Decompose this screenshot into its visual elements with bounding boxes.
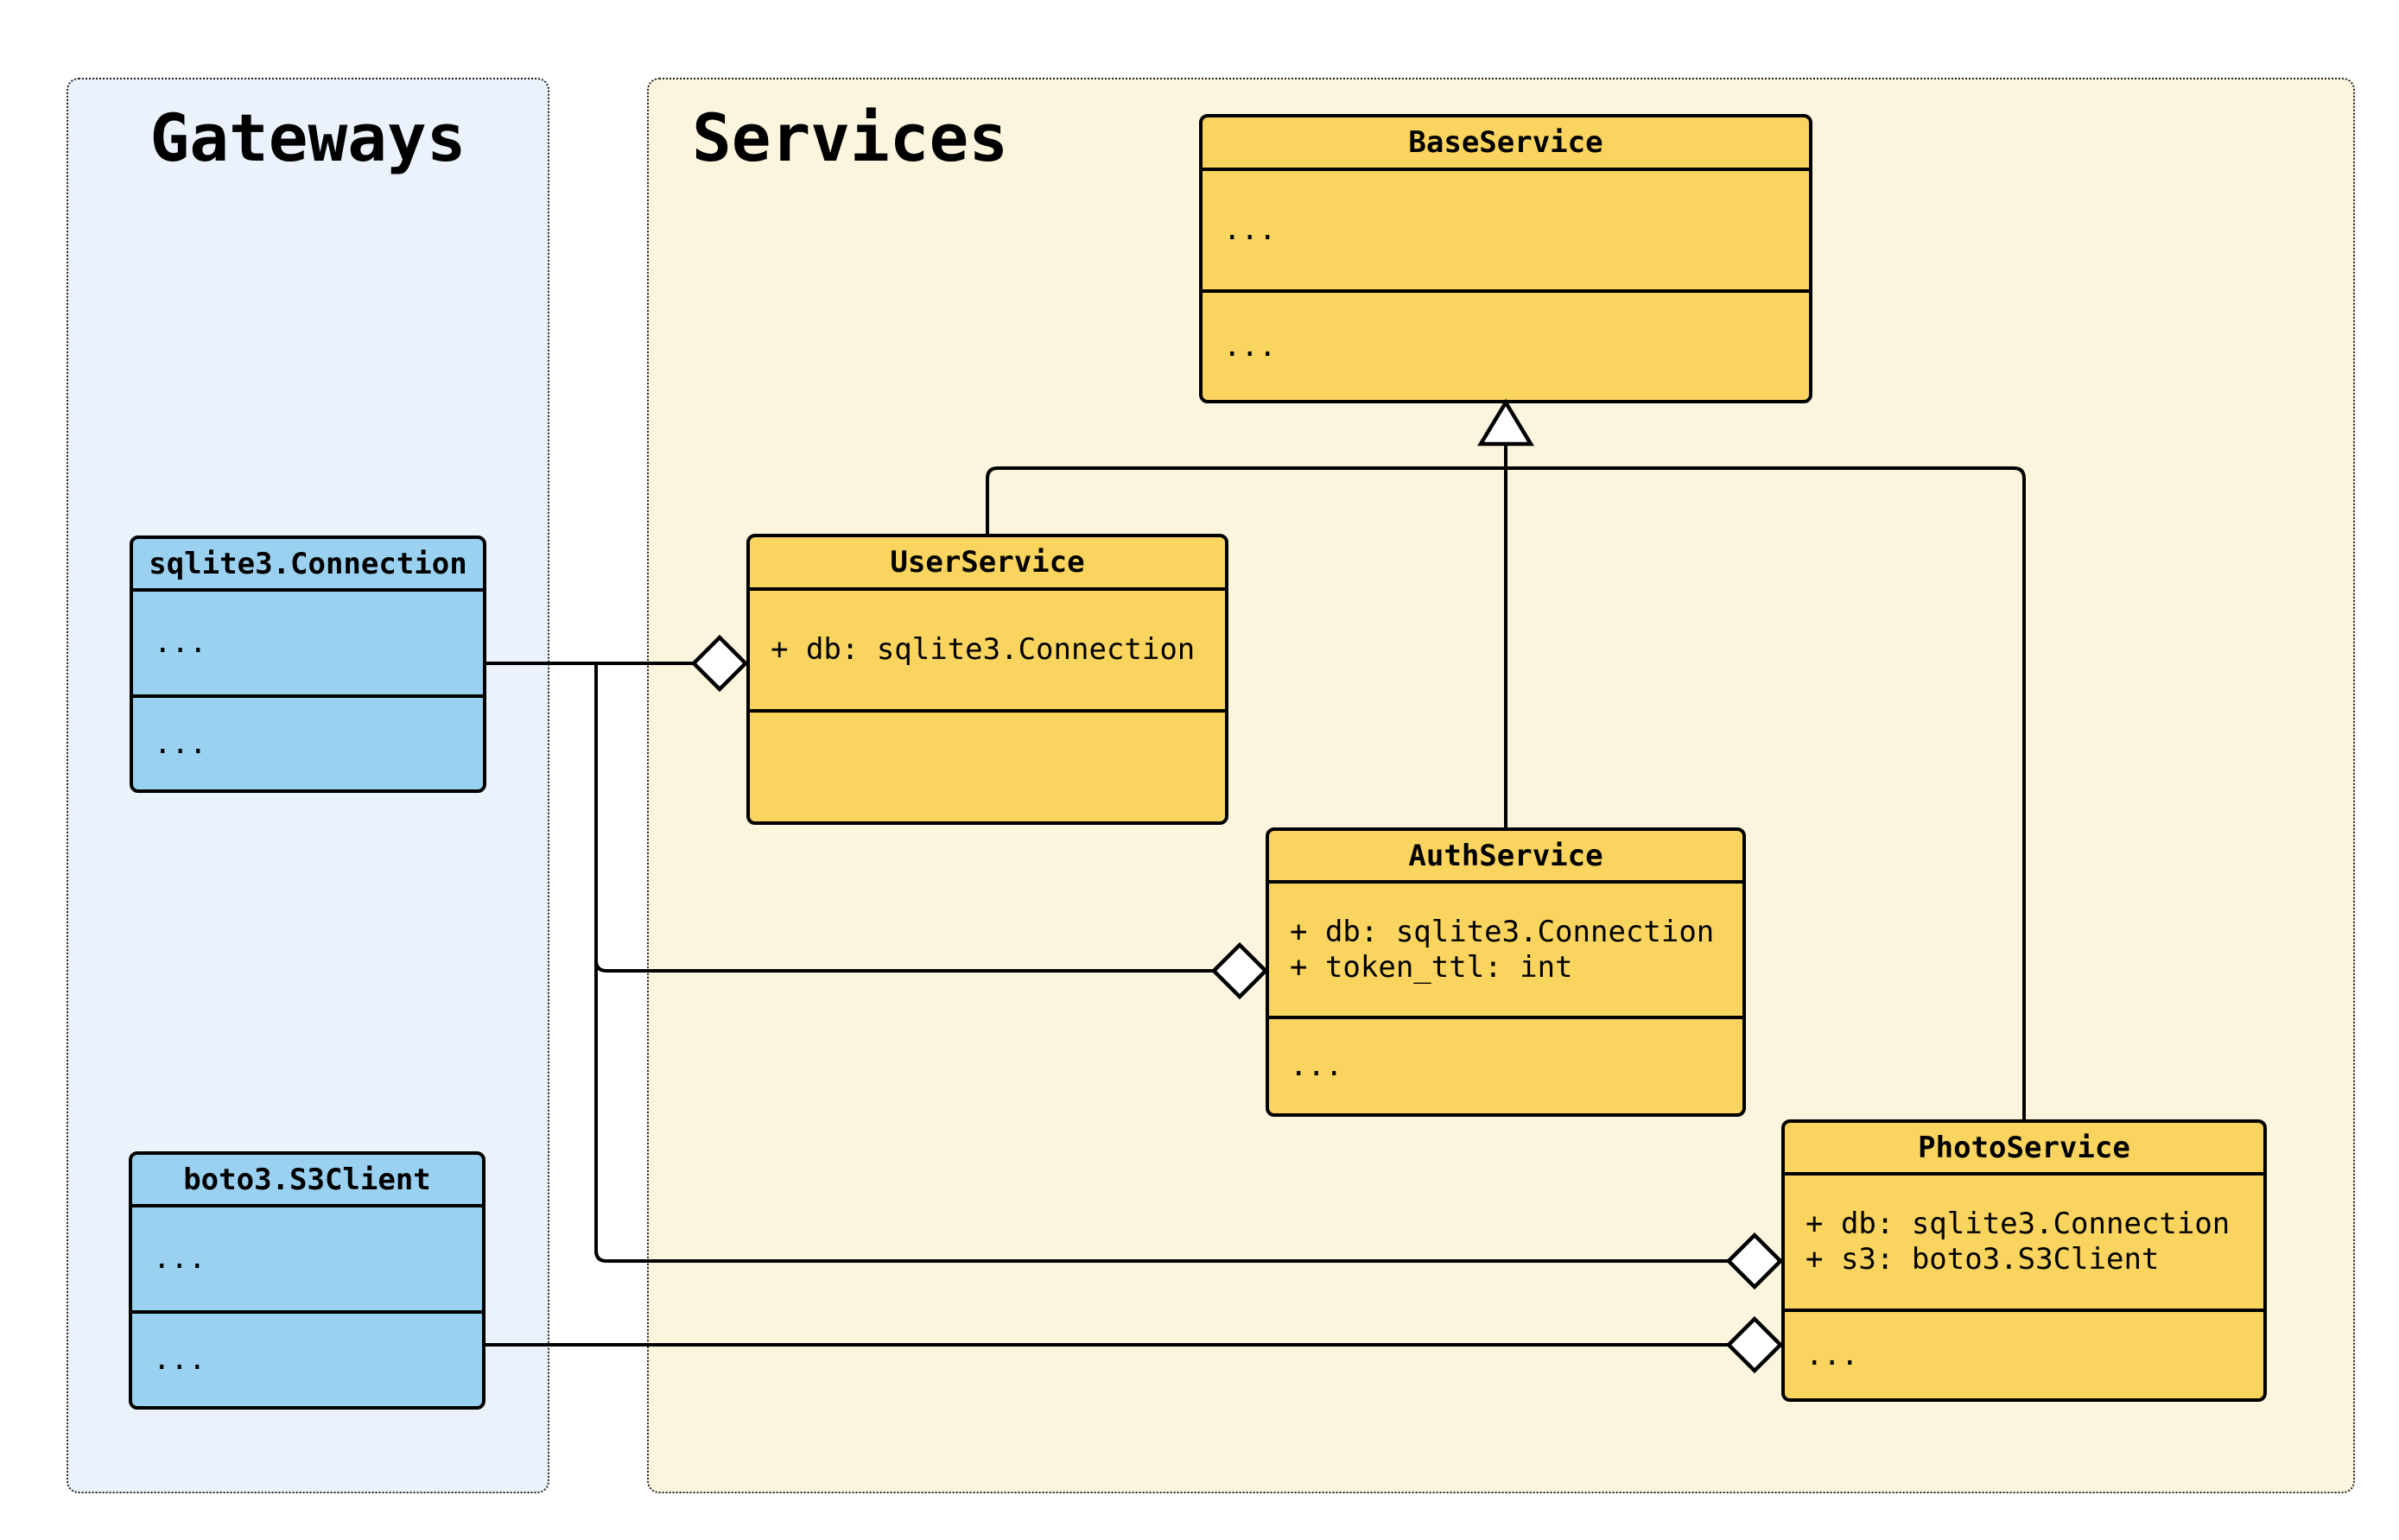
attribute-line: ... <box>153 1241 206 1276</box>
class-photoservice: PhotoService + db: sqlite3.Connection + … <box>1781 1119 2267 1402</box>
class-attributes-compartment: + db: sqlite3.Connection <box>750 591 1225 709</box>
class-methods-compartment <box>750 709 1225 821</box>
class-attributes-compartment: + db: sqlite3.Connection + s3: boto3.S3C… <box>1785 1176 2263 1309</box>
class-attributes-compartment: ... <box>1203 171 1809 289</box>
group-gateways-title: Gateways <box>149 99 466 176</box>
class-methods-compartment: ... <box>132 1310 482 1406</box>
class-attributes-compartment: ... <box>133 592 483 694</box>
class-methods-compartment: ... <box>1203 289 1809 400</box>
class-methods-compartment: ... <box>1269 1016 1742 1113</box>
class-methods-compartment: ... <box>133 694 483 789</box>
class-boto3-s3client: boto3.S3Client ... ... <box>129 1151 486 1410</box>
attribute-line: + db: sqlite3.Connection <box>771 632 1196 667</box>
class-attributes-compartment: ... <box>132 1207 482 1310</box>
class-userservice: UserService + db: sqlite3.Connection <box>746 534 1228 825</box>
class-title: boto3.S3Client <box>132 1155 482 1207</box>
attribute-line: ... <box>154 625 207 660</box>
class-title: AuthService <box>1269 831 1742 884</box>
method-line: ... <box>1290 1049 1343 1083</box>
class-baseservice: BaseService ... ... <box>1199 114 1812 403</box>
group-services-title: Services <box>692 99 1009 176</box>
class-sqlite3-connection: sqlite3.Connection ... ... <box>130 536 486 793</box>
class-title: UserService <box>750 537 1225 591</box>
method-line: ... <box>1806 1337 1859 1372</box>
class-title: BaseService <box>1203 117 1809 171</box>
method-line: ... <box>1223 328 1277 364</box>
class-attributes-compartment: + db: sqlite3.Connection + token_ttl: in… <box>1269 884 1742 1016</box>
attribute-line: + db: sqlite3.Connection <box>1290 914 1715 949</box>
attribute-line: + token_ttl: int <box>1290 949 1573 985</box>
attribute-line: ... <box>1223 212 1277 247</box>
class-methods-compartment: ... <box>1785 1309 2263 1398</box>
class-title: sqlite3.Connection <box>133 539 483 592</box>
attribute-line: + db: sqlite3.Connection <box>1806 1207 2231 1241</box>
class-authservice: AuthService + db: sqlite3.Connection + t… <box>1266 827 1746 1117</box>
attribute-line: + s3: boto3.S3Client <box>1806 1242 2160 1277</box>
class-title: PhotoService <box>1785 1123 2263 1176</box>
method-line: ... <box>153 1342 206 1377</box>
method-line: ... <box>154 726 207 761</box>
